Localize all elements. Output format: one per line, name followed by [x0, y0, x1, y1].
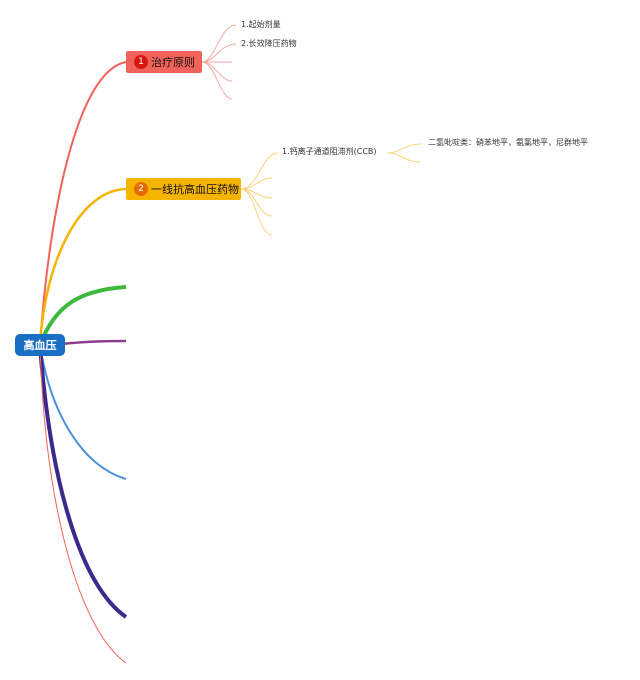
leaf-label: 1.钙离子通道阻滞剂(CCB) — [282, 147, 377, 156]
topic-number-badge: 2 — [134, 182, 148, 196]
root-node[interactable]: 高血压 — [15, 334, 65, 356]
topic-node-2[interactable]: 2 一线抗高血压药物 — [126, 178, 241, 200]
leaf-node[interactable]: 2.长效降压药物 — [241, 38, 297, 49]
branch-connector-2 — [38, 187, 127, 346]
leaf-label: 1.起始剂量 — [241, 20, 281, 29]
branch-connector-3 — [38, 285, 127, 346]
branch-connector-4 — [61, 339, 127, 346]
leaf-node[interactable]: 二氢吡啶类：硝苯地平，氨氯地平，尼群地平 — [428, 137, 588, 148]
branch-connector-5 — [39, 344, 127, 480]
topic-1-fan — [201, 24, 237, 100]
leaf-label: 二氢吡啶类：硝苯地平，氨氯地平，尼群地平 — [428, 138, 588, 147]
root-label: 高血压 — [23, 339, 57, 352]
branch-connector-1 — [39, 61, 127, 346]
topic-label: 治疗原则 — [151, 56, 195, 69]
topic-node-1[interactable]: 1 治疗原则 — [126, 51, 202, 73]
branch-connector-7 — [39, 344, 127, 664]
leaf-node[interactable]: 1.起始剂量 — [241, 19, 281, 30]
topic-2-fan — [240, 143, 423, 236]
leaf-node[interactable]: 1.钙离子通道阻滞剂(CCB) — [282, 146, 377, 157]
topic-number-badge: 1 — [134, 55, 148, 69]
leaf-label: 2.长效降压药物 — [241, 39, 297, 48]
topic-label: 一线抗高血压药物 — [151, 183, 239, 196]
branch-connector-6 — [38, 344, 128, 619]
